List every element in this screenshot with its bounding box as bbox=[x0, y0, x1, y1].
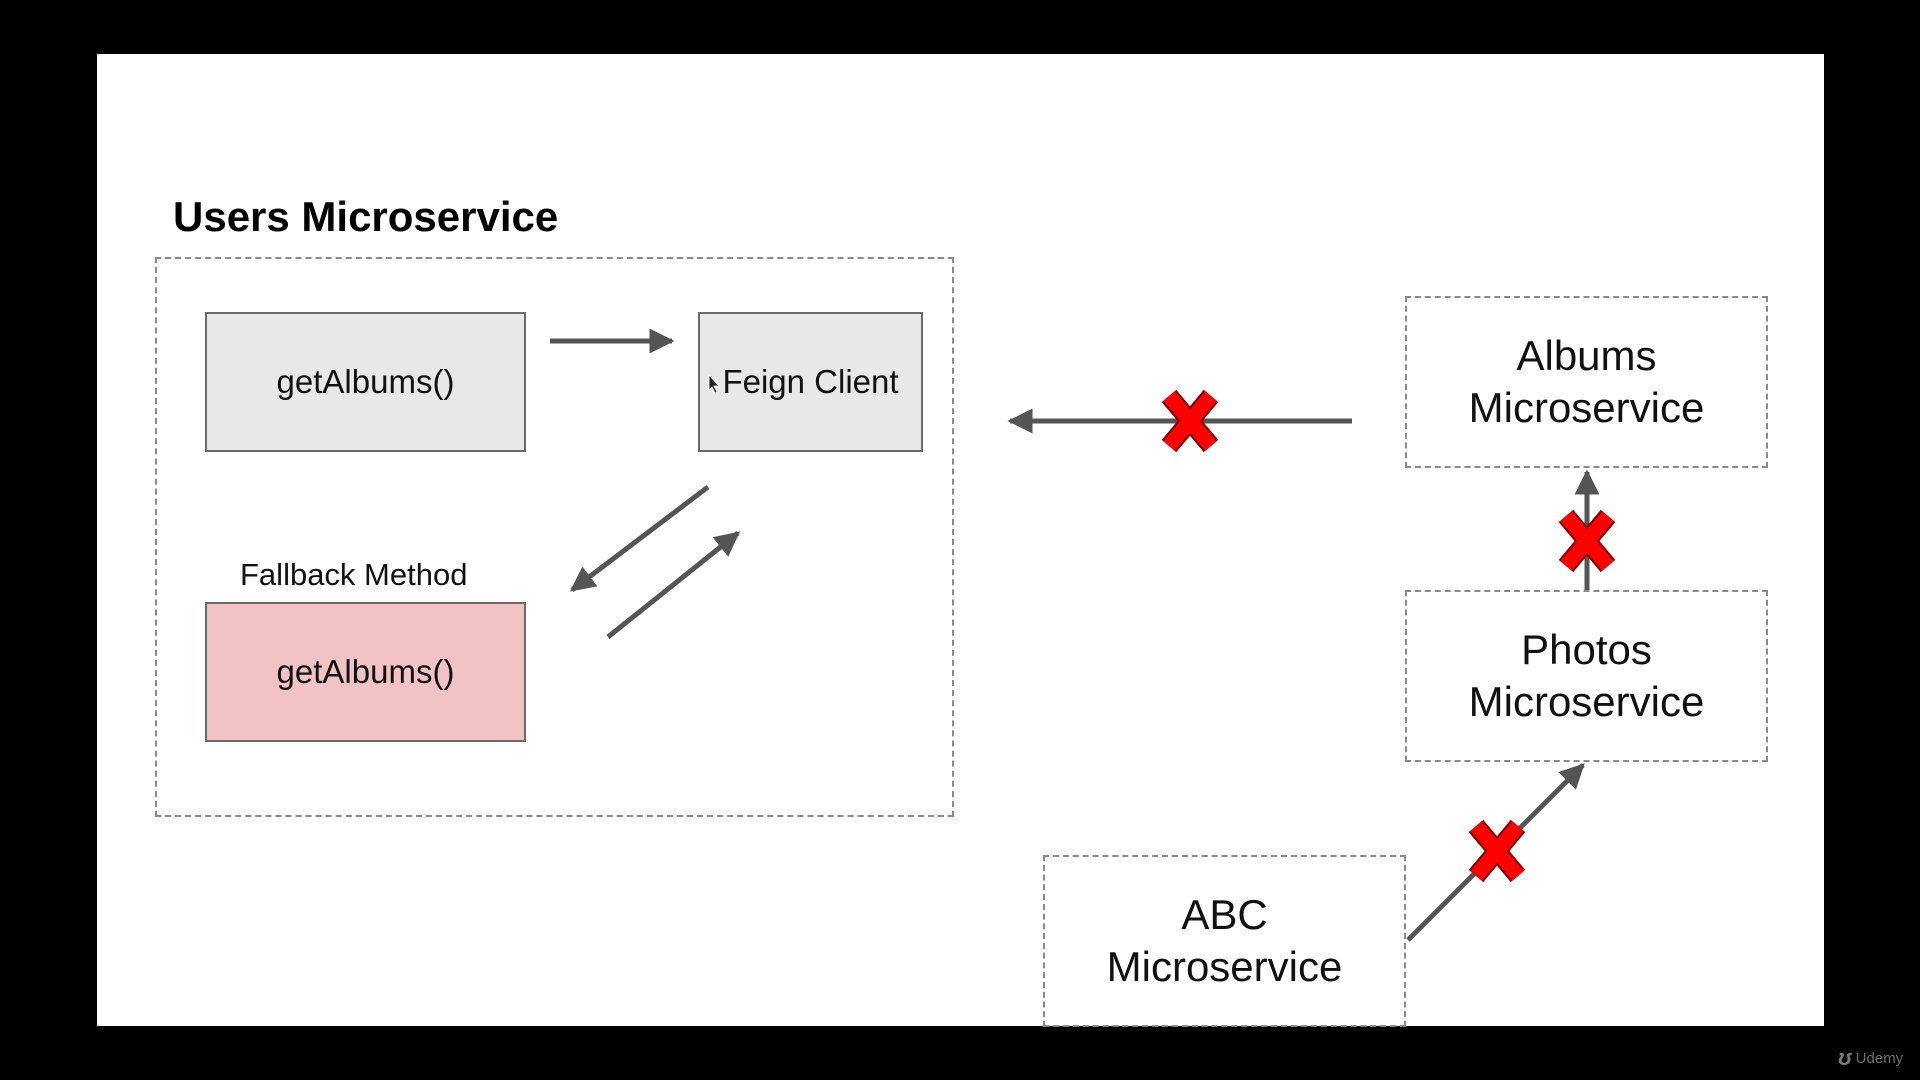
fallback-method-caption: Fallback Method bbox=[240, 557, 468, 592]
udemy-watermark: ʊ Udemy bbox=[1838, 1045, 1903, 1071]
albums-microservice-box: Albums Microservice bbox=[1405, 296, 1768, 468]
arrow-feign-to-fallback bbox=[570, 485, 710, 592]
diagram-title: Users Microservice bbox=[173, 193, 559, 240]
slide-canvas bbox=[97, 54, 1824, 1026]
photos-microservice-line2: Microservice bbox=[1468, 678, 1705, 725]
get-albums-method-label: getAlbums() bbox=[276, 363, 455, 400]
udemy-logo-icon: ʊ bbox=[1838, 1045, 1852, 1070]
red-x-icon bbox=[1161, 389, 1219, 453]
photos-microservice-box: Photos Microservice bbox=[1405, 590, 1768, 762]
photos-microservice-line1: Photos bbox=[1521, 626, 1652, 673]
abc-microservice-line1: ABC bbox=[1181, 891, 1268, 938]
red-x-icon bbox=[1558, 509, 1616, 573]
users-microservice-container bbox=[155, 257, 954, 817]
arrow-fallback-to-feign bbox=[606, 531, 740, 639]
get-albums-method-box: getAlbums() bbox=[205, 312, 526, 452]
fallback-method-label: getAlbums() bbox=[276, 653, 455, 690]
red-x-icon bbox=[1468, 819, 1526, 883]
mouse-cursor-icon bbox=[708, 373, 720, 394]
abc-microservice-box: ABC Microservice bbox=[1043, 855, 1406, 1027]
fallback-method-box: getAlbums() bbox=[205, 602, 526, 742]
albums-microservice-line1: Albums bbox=[1516, 332, 1657, 379]
abc-microservice-line2: Microservice bbox=[1106, 943, 1343, 990]
udemy-watermark-text: Udemy bbox=[1855, 1049, 1904, 1067]
feign-client-label: Feign Client bbox=[722, 363, 899, 400]
feign-client-box: Feign Client bbox=[698, 312, 923, 452]
albums-microservice-line2: Microservice bbox=[1468, 384, 1705, 431]
